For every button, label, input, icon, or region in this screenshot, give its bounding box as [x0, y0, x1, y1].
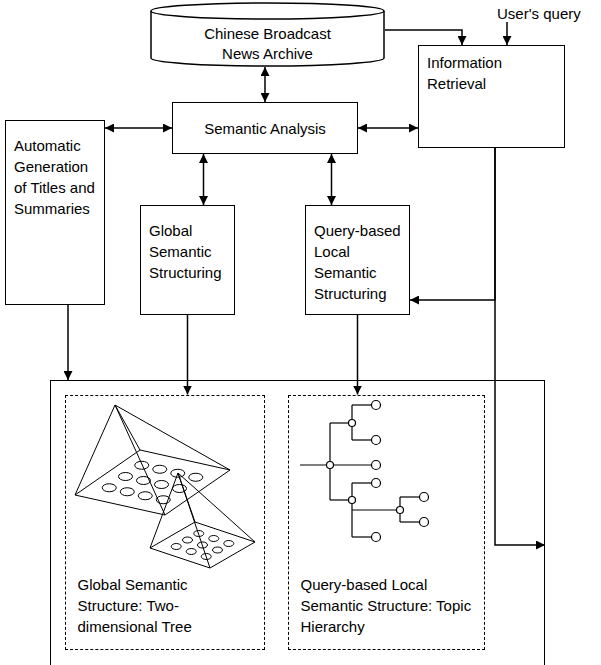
tree-edge — [75, 405, 115, 495]
connector-arrow — [410, 148, 495, 300]
process-box: Query-based Local Semantic Structuring — [305, 205, 410, 315]
topic-joint — [349, 420, 356, 427]
process-box: Semantic Analysis — [172, 102, 358, 154]
tree-cell — [155, 481, 169, 489]
topic-node — [372, 461, 381, 470]
tree-cell — [153, 465, 167, 473]
node-text: Global Semantic Structure: Two-dimension… — [78, 574, 254, 637]
tree-cell — [183, 537, 193, 543]
tree-cell — [102, 484, 116, 492]
tree-cell — [138, 492, 152, 500]
topic-joint — [397, 507, 404, 514]
hierarchy-branch — [352, 482, 372, 483]
hierarchy-branch — [352, 439, 372, 440]
tree-cell — [120, 488, 134, 496]
topic-joint — [349, 497, 356, 504]
node-text: Query-based Local Semantic Structure: To… — [301, 574, 474, 637]
tree-edge — [115, 405, 165, 515]
cylinder-top — [151, 3, 384, 19]
topic-node — [420, 518, 429, 527]
connector-arrow — [187, 315, 189, 395]
connector-arrow — [264, 67, 266, 102]
tree-cell — [171, 544, 181, 550]
topic-node — [372, 401, 381, 410]
connector-arrow — [331, 154, 333, 205]
tree-edge — [115, 405, 230, 470]
topic-node — [372, 533, 381, 542]
tree-cell — [209, 536, 219, 542]
cylinder-body — [151, 11, 384, 66]
tree-cell — [213, 547, 223, 553]
input-label: User's query — [497, 3, 581, 24]
topic-node — [420, 493, 429, 502]
connector-arrow — [385, 30, 462, 45]
tree-plane — [75, 450, 230, 515]
process-box: Information Retrieval — [418, 45, 565, 148]
hierarchy-branch — [400, 521, 420, 522]
tree-cell — [135, 461, 149, 469]
topic-node — [372, 436, 381, 445]
process-box: Automatic Generation of Titles and Summa… — [5, 120, 105, 305]
node-text: Semantic Analysis — [204, 118, 326, 139]
connector-arrow — [67, 305, 69, 380]
tree-cell — [189, 473, 203, 481]
tree-edge — [178, 473, 210, 568]
process-box: Global Semantic Structuring — [140, 205, 235, 315]
structure-box: Global Semantic Structure: Two-dimension… — [65, 395, 265, 650]
topic-node — [372, 479, 381, 488]
hierarchy-branch — [400, 496, 420, 497]
connector-arrow — [357, 315, 359, 395]
connector-arrow — [495, 148, 545, 545]
connector-arrow — [203, 154, 205, 205]
database-cylinder: Chinese Broadcast News Archive — [150, 2, 385, 67]
connector-arrow — [358, 127, 418, 129]
hierarchy-branch — [352, 509, 400, 510]
node-text: Automatic Generation of Titles and Summa… — [14, 135, 96, 219]
output-panel: Global Semantic Structure: Two-dimension… — [50, 380, 545, 665]
connector-arrow — [105, 127, 172, 129]
node-text: Global Semantic Structuring — [149, 220, 226, 283]
tree-edge — [150, 473, 178, 548]
hierarchy-branch — [352, 536, 372, 537]
tree-cell — [224, 541, 234, 547]
tree-cell — [186, 549, 196, 555]
topic-hierarchy-figure — [300, 401, 429, 542]
tree-cell — [119, 473, 133, 481]
query-arrow — [506, 22, 508, 45]
structure-box: Query-based Local Semantic Structure: To… — [288, 395, 485, 650]
node-text: Chinese Broadcast News Archive — [193, 24, 343, 63]
two-dimensional-tree-figure — [75, 405, 255, 568]
node-text: Information Retrieval — [427, 52, 522, 94]
hierarchy-branch — [352, 404, 372, 405]
hierarchy-branch — [300, 464, 372, 465]
topic-joint — [327, 462, 334, 469]
node-text: Query-based Local Semantic Structuring — [314, 220, 401, 304]
